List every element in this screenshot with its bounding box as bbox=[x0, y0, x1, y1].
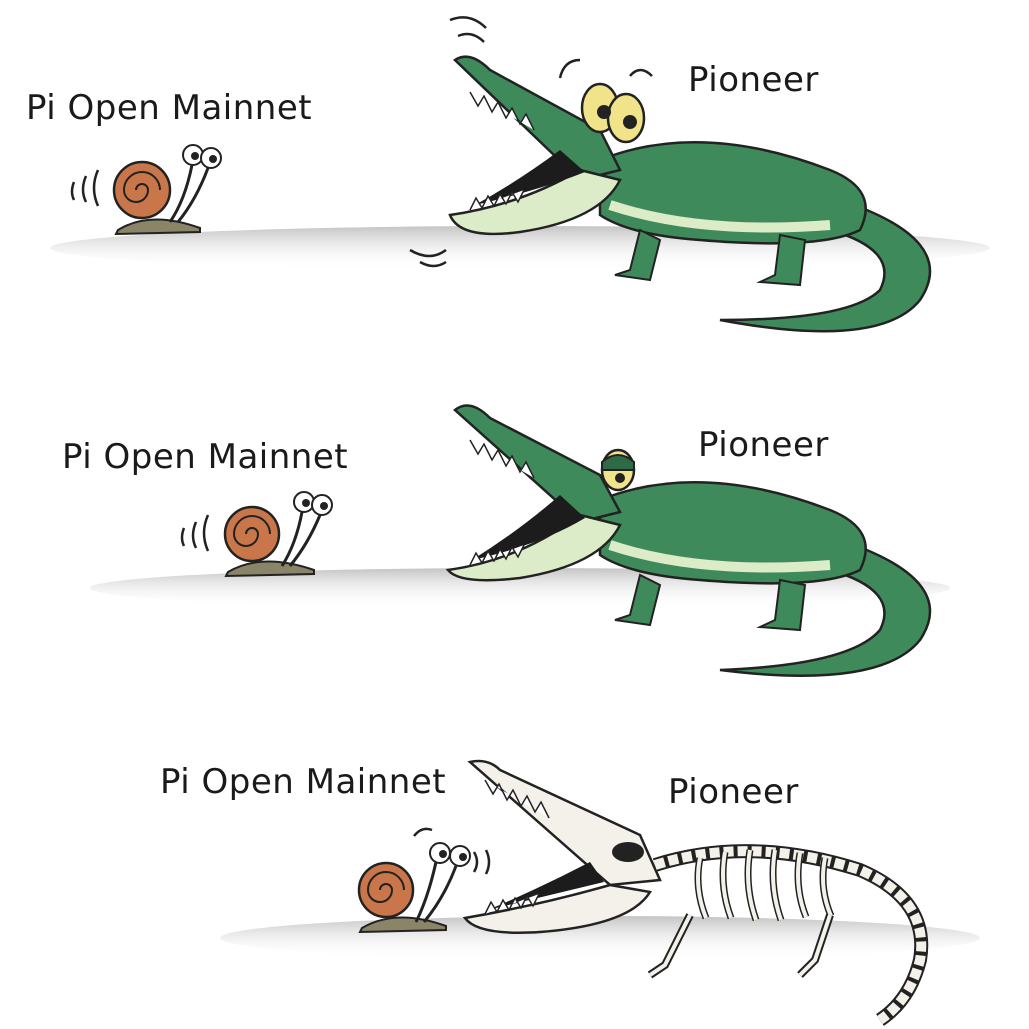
snail-label-1: Pi Open Mainnet bbox=[26, 88, 313, 128]
eye-socket bbox=[612, 842, 644, 862]
croc-label-3: Pioneer bbox=[668, 772, 799, 812]
snail-label-2: Pi Open Mainnet bbox=[62, 437, 349, 477]
panel-2 bbox=[90, 404, 950, 677]
croc-label-2: Pioneer bbox=[698, 425, 829, 465]
panel-1 bbox=[50, 16, 990, 333]
snail-icon bbox=[357, 827, 491, 934]
crocodile-icon bbox=[445, 404, 932, 677]
snail-label-3: Pi Open Mainnet bbox=[160, 762, 447, 802]
crocodile-icon bbox=[409, 16, 932, 333]
snail-icon bbox=[180, 491, 333, 578]
croc-label-1: Pioneer bbox=[688, 60, 819, 100]
skeleton-icon bbox=[462, 759, 929, 1026]
snail-icon bbox=[70, 144, 222, 236]
panel-3 bbox=[220, 759, 980, 1026]
